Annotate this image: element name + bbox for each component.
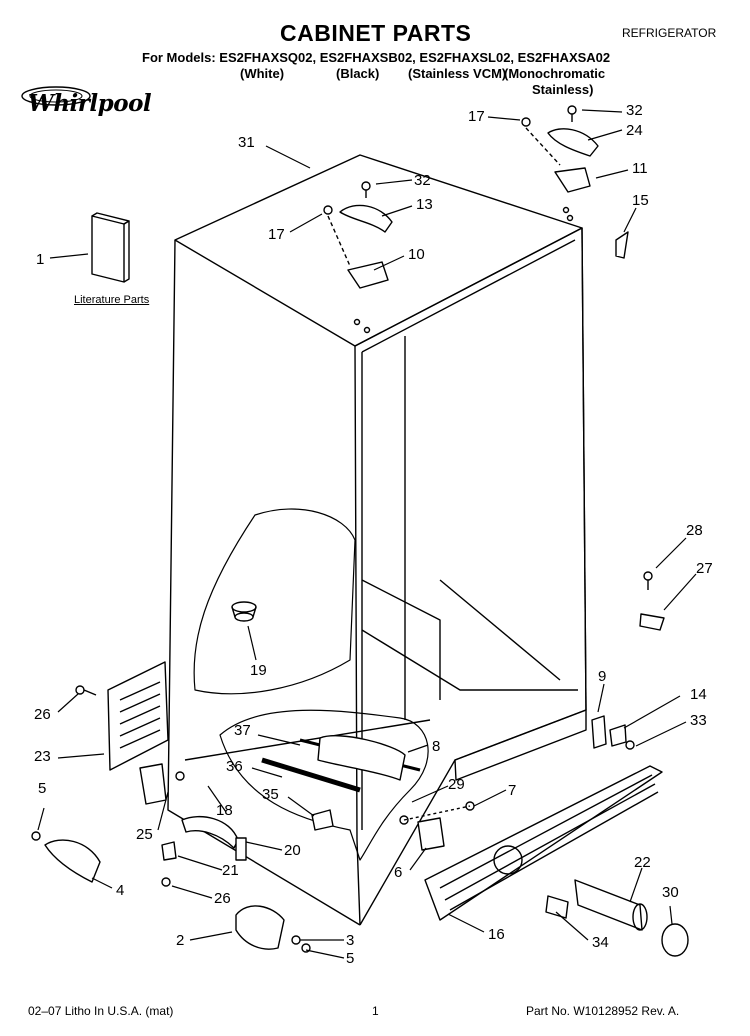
category-label: REFRIGERATOR bbox=[622, 26, 717, 40]
literature-booklet bbox=[91, 212, 130, 283]
callout-17-top: 17 bbox=[468, 108, 485, 125]
callout-35: 35 bbox=[262, 786, 279, 803]
callout-31: 31 bbox=[238, 134, 255, 151]
water-filter bbox=[545, 879, 689, 957]
callout-32-left: 32 bbox=[414, 172, 431, 189]
whirlpool-logo: Whirlpool bbox=[16, 80, 152, 124]
grommet bbox=[231, 601, 257, 622]
callout-6: 6 bbox=[394, 864, 403, 881]
callout-29: 29 bbox=[448, 776, 465, 793]
footer-part-number: Part No. W10128952 Rev. A. bbox=[526, 1004, 680, 1018]
callout-18: 18 bbox=[216, 802, 233, 819]
logo-swoosh-icon bbox=[21, 86, 91, 106]
callout-5-lower: 5 bbox=[346, 950, 355, 967]
callout-2: 2 bbox=[176, 932, 185, 949]
variant-monochromatic: (Monochromatic bbox=[504, 66, 606, 81]
callout-8: 8 bbox=[432, 738, 441, 755]
callout-9: 9 bbox=[598, 668, 607, 685]
callout-14: 14 bbox=[690, 686, 707, 703]
callout-13: 13 bbox=[416, 196, 433, 213]
callout-19: 19 bbox=[250, 662, 267, 679]
callout-7: 7 bbox=[508, 782, 517, 799]
footer-litho: 02–07 Litho In U.S.A. (mat) bbox=[28, 1004, 174, 1018]
callout-23: 23 bbox=[34, 748, 51, 765]
models-line: For Models: ES2FHAXSQ02, ES2FHAXSB02, ES… bbox=[142, 50, 611, 65]
variant-monochromatic-cont: Stainless) bbox=[532, 82, 594, 97]
water-line-parts bbox=[181, 735, 421, 861]
callout-11: 11 bbox=[632, 160, 648, 177]
callout-34: 34 bbox=[592, 934, 609, 951]
lower-cutaway-view bbox=[219, 709, 429, 861]
refrigerator-cabinet bbox=[167, 154, 587, 926]
top-hinge-left bbox=[323, 181, 393, 334]
callout-10: 10 bbox=[408, 246, 425, 263]
callout-33: 33 bbox=[690, 712, 707, 729]
callout-3: 3 bbox=[346, 932, 355, 949]
callout-5-left: 5 bbox=[38, 780, 47, 797]
callout-36: 36 bbox=[226, 758, 243, 775]
callout-28: 28 bbox=[686, 522, 703, 539]
callout-20: 20 bbox=[284, 842, 301, 859]
cutaway-view bbox=[193, 508, 356, 695]
callout-16: 16 bbox=[488, 926, 505, 943]
callout-15: 15 bbox=[632, 192, 649, 209]
rear-access-panel bbox=[75, 661, 169, 771]
callout-30: 30 bbox=[662, 884, 679, 901]
literature-parts-label: Literature Parts bbox=[74, 294, 150, 306]
callout-21: 21 bbox=[222, 862, 239, 879]
toe-grille bbox=[424, 765, 663, 921]
front-levelers bbox=[31, 763, 475, 953]
footer-page-number: 1 bbox=[372, 1004, 379, 1018]
variant-stainless: (Stainless VCM) bbox=[408, 66, 507, 81]
right-brackets bbox=[591, 571, 665, 750]
callout-24: 24 bbox=[626, 122, 643, 139]
callout-26-upper: 26 bbox=[34, 706, 51, 723]
callout-leaders bbox=[37, 109, 697, 959]
callout-27: 27 bbox=[696, 560, 713, 577]
callout-25: 25 bbox=[136, 826, 153, 843]
callout-4: 4 bbox=[116, 882, 125, 899]
top-hinge-right bbox=[521, 105, 629, 259]
logo-wordmark: Whirlpool bbox=[28, 90, 152, 117]
callout-22: 22 bbox=[634, 854, 651, 871]
callout-26-lower: 26 bbox=[214, 890, 231, 907]
callout-37: 37 bbox=[234, 722, 251, 739]
variant-black: (Black) bbox=[336, 66, 380, 81]
callout-1: 1 bbox=[36, 251, 45, 268]
callout-17-left: 17 bbox=[268, 226, 285, 243]
variant-white: (White) bbox=[240, 66, 285, 81]
page-title: CABINET PARTS bbox=[280, 20, 472, 46]
callout-32-top: 32 bbox=[626, 102, 643, 119]
